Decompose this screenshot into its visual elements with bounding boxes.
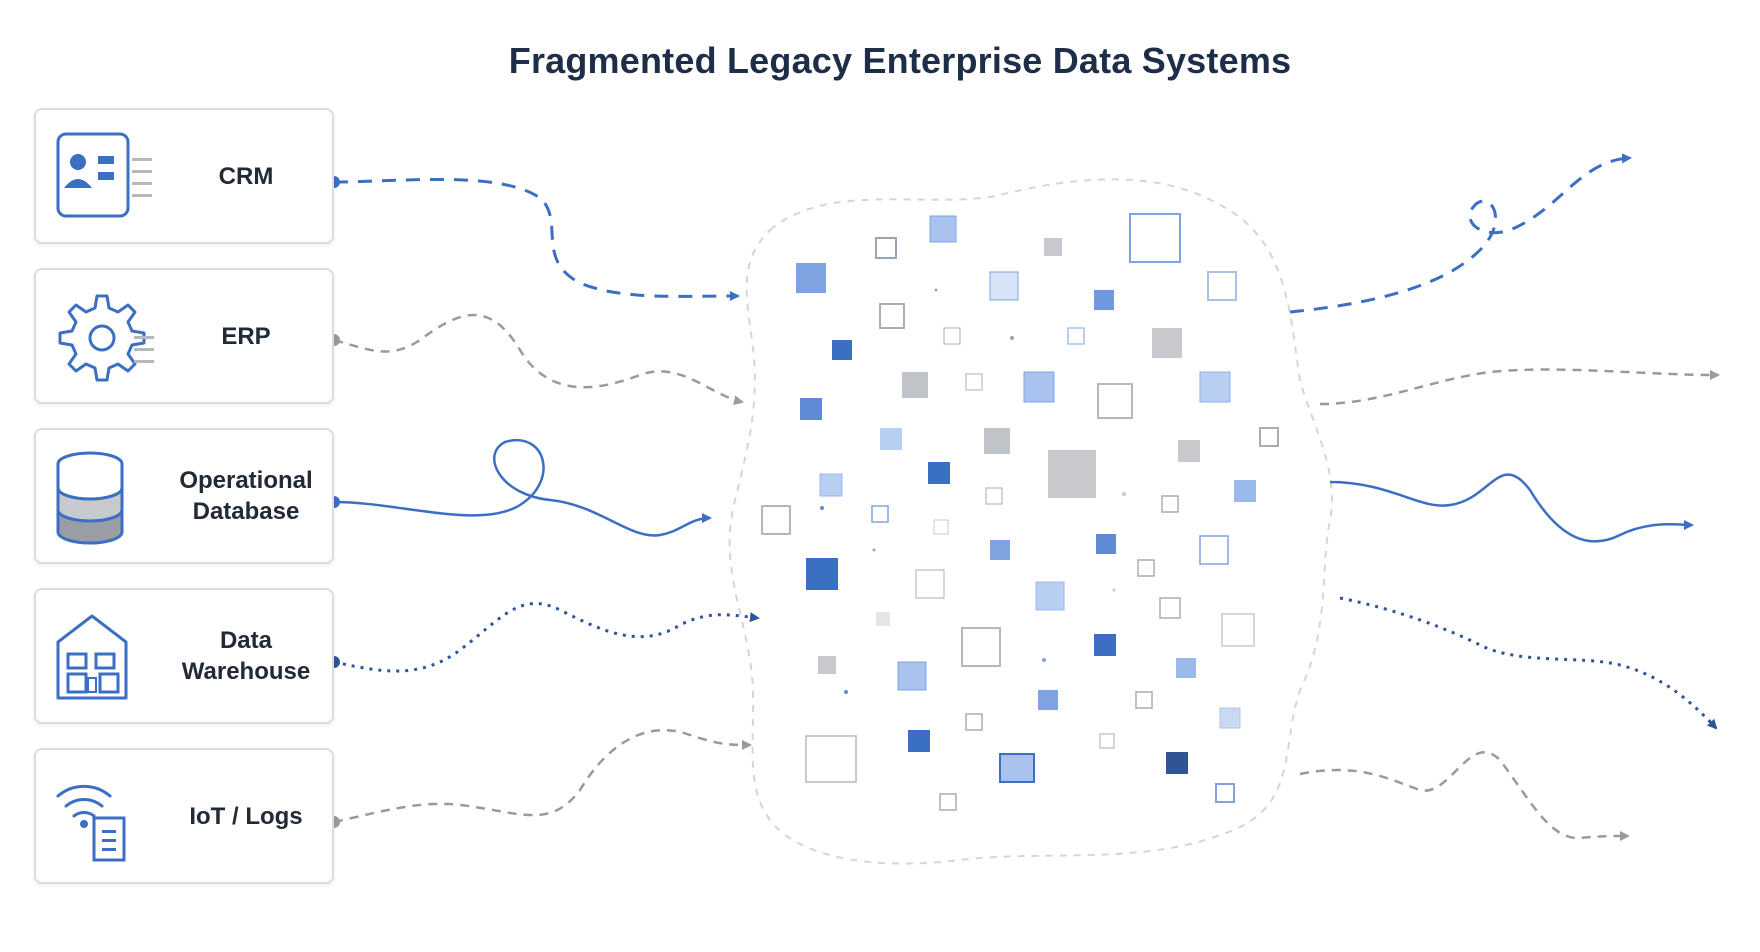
data-block: [1176, 658, 1196, 678]
data-speck: [934, 288, 938, 292]
data-block: [929, 215, 957, 243]
flow-erp: [333, 313, 744, 406]
out-flow-1: [1289, 153, 1632, 314]
data-block: [761, 505, 791, 535]
data-block: [1215, 783, 1235, 803]
source-label: Operational Database: [179, 467, 313, 525]
data-block: [1178, 440, 1200, 462]
source-operational-database: Operational Database: [34, 428, 334, 564]
data-block: [871, 505, 889, 523]
data-silo-cloud: [728, 178, 1333, 865]
data-block: [1166, 752, 1188, 774]
data-block: [928, 462, 950, 484]
source-erp: ERP: [34, 268, 334, 404]
data-block: [832, 340, 852, 360]
data-block: [1096, 534, 1116, 554]
data-block: [985, 487, 1003, 505]
source-iot-logs: IoT / Logs: [34, 748, 334, 884]
data-block: [818, 656, 836, 674]
data-block: [876, 612, 890, 626]
data-speck: [1010, 336, 1014, 340]
out-flow-2: [1319, 368, 1720, 406]
data-block: [1035, 581, 1065, 611]
out-flow-4: [1339, 596, 1718, 730]
data-speck: [1122, 492, 1126, 496]
data-block: [902, 372, 928, 398]
data-block: [1234, 480, 1256, 502]
data-block: [1159, 597, 1181, 619]
data-block: [984, 428, 1010, 454]
data-block: [796, 263, 826, 293]
data-block: [879, 303, 905, 329]
data-grid-block: [1048, 450, 1096, 498]
data-block: [1152, 328, 1182, 358]
data-speck: [872, 548, 876, 552]
data-grid-block: [1129, 213, 1181, 263]
data-block: [1219, 707, 1241, 729]
data-block: [880, 428, 902, 450]
contact-card-icon: [56, 132, 152, 218]
source-label: Data Warehouse: [181, 627, 311, 685]
data-block: [933, 519, 949, 535]
source-label: CRM: [218, 162, 274, 190]
source-data-warehouse: Data Warehouse: [34, 588, 334, 724]
data-block: [800, 398, 822, 420]
data-block: [1135, 691, 1153, 709]
out-flow-5: [1299, 751, 1630, 842]
source-label: IoT / Logs: [189, 802, 303, 830]
data-grid-block: [989, 271, 1019, 301]
diagram-title: Fragmented Legacy Enterprise Data System…: [508, 40, 1292, 81]
data-block: [939, 793, 957, 811]
source-crm: CRM: [34, 108, 334, 244]
data-block: [875, 237, 897, 259]
data-fragments: [761, 213, 1279, 811]
data-block: [943, 327, 961, 345]
database-icon: [56, 451, 124, 545]
data-block: [819, 473, 843, 497]
data-block: [897, 661, 927, 691]
data-speck: [1042, 658, 1046, 662]
data-block: [961, 627, 1001, 667]
data-block: [908, 730, 930, 752]
data-block: [1023, 371, 1055, 403]
iot-log-icon: [56, 784, 126, 862]
data-block: [1207, 271, 1237, 301]
flow-data-warehouse: [333, 602, 760, 673]
data-block: [965, 713, 983, 731]
flow-operational-database: [333, 438, 712, 537]
data-block: [1161, 495, 1179, 513]
data-grid-block: [1221, 613, 1255, 647]
data-block: [1044, 238, 1062, 256]
data-block: [1199, 371, 1231, 403]
data-block: [1067, 327, 1085, 345]
data-block: [1099, 733, 1115, 749]
data-grid-block: [805, 735, 857, 783]
data-block: [1038, 690, 1058, 710]
data-speck: [1112, 588, 1116, 592]
data-block: [1094, 290, 1114, 310]
data-speck: [820, 506, 824, 510]
data-grid-block: [999, 753, 1035, 783]
flow-crm: [333, 177, 740, 302]
out-flow-3: [1329, 473, 1694, 543]
data-block: [1137, 559, 1155, 577]
gear-icon: [58, 294, 154, 382]
data-grid-block: [915, 569, 945, 599]
data-grid-block: [1199, 535, 1229, 565]
warehouse-icon: [56, 614, 128, 700]
data-block: [965, 373, 983, 391]
source-label: ERP: [221, 322, 271, 350]
flow-iot-logs: [333, 728, 752, 824]
data-block: [1259, 427, 1279, 447]
data-block: [990, 540, 1010, 560]
data-block: [1097, 383, 1133, 419]
data-speck: [844, 690, 848, 694]
data-grid-block: [806, 558, 838, 590]
data-block: [1094, 634, 1116, 656]
